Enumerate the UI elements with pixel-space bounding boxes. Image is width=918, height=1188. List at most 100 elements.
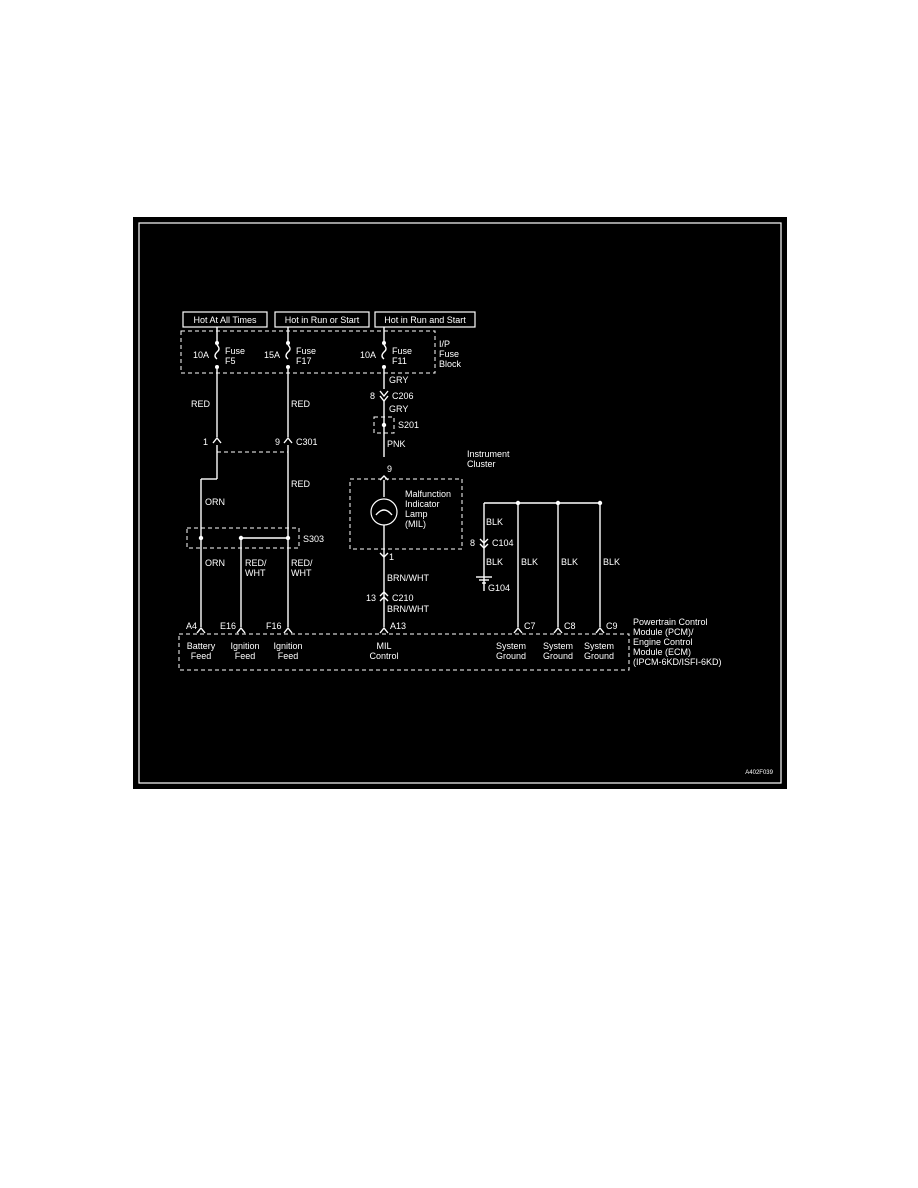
wire-label-orn-1: ORN: [205, 497, 225, 507]
mil-lamp-icon: [370, 498, 398, 526]
wire-label-pnk: PNK: [387, 439, 406, 449]
connector-c210-symbol-b: [379, 591, 389, 597]
module-pin-c8-symbol: [553, 626, 563, 634]
wire-label-red-2: RED: [291, 399, 311, 409]
module-func-c7-line2: Ground: [496, 651, 526, 661]
mil-lamp-label-2: Indicator: [405, 499, 440, 509]
module-pin-a13-symbol: [379, 626, 389, 634]
mil-lamp-label-1: Malfunction: [405, 489, 451, 499]
module-pin-a13: A13: [390, 621, 406, 631]
wire-label-blk-3: BLK: [521, 557, 538, 567]
figure-code: A402F039: [745, 770, 773, 776]
connector-c206-pin: 8: [370, 391, 375, 401]
wire-label-red-wht-2b: WHT: [291, 568, 312, 578]
cluster-pin-out: 1: [389, 552, 394, 562]
instrument-cluster-title-2: Cluster: [467, 459, 496, 469]
module-func-f16-line1: Ignition: [273, 641, 302, 651]
splice-s201-node: [381, 422, 387, 428]
module-name-5: (IPCM-6KD/ISFI-6KD): [633, 657, 722, 667]
wire-label-blk-1: BLK: [486, 517, 503, 527]
instrument-cluster-title-1: Instrument: [467, 449, 510, 459]
cluster-pin-in: 9: [387, 464, 392, 474]
fuse-f17-symbol: [285, 344, 291, 360]
fuse-f11-amps: 10A: [360, 350, 376, 360]
fuse-f17-amps: 15A: [264, 350, 280, 360]
module-name-3: Engine Control: [633, 637, 693, 647]
wire-label-brn-wht-2: BRN/WHT: [387, 604, 429, 614]
module-pin-e16-symbol: [236, 626, 246, 634]
module-pin-c9-symbol: [595, 626, 605, 634]
fuse-f11-terminal-top: [382, 341, 386, 345]
fuse-f11-terminal-bottom: [382, 365, 386, 369]
module-name-2: Module (PCM)/: [633, 627, 694, 637]
wire-label-red-1: RED: [191, 399, 211, 409]
diagram-border: [138, 222, 782, 784]
wire-label-brn-wht-1: BRN/WHT: [387, 573, 429, 583]
wire-label-gry-1: GRY: [389, 375, 408, 385]
module-func-a4-line1: Battery: [187, 641, 216, 651]
fuse-f17-terminal-top: [286, 341, 290, 345]
wire-label-red-wht-1: RED/: [245, 558, 267, 568]
power-label-hot-in-run-or-start: Hot in Run or Start: [285, 315, 360, 325]
module-pin-f16: F16: [266, 621, 282, 631]
module-pin-c7-symbol: [513, 626, 523, 634]
mil-lamp-filament: [375, 509, 393, 516]
module-pin-c9: C9: [606, 621, 618, 631]
wire-label-gry-2: GRY: [389, 404, 408, 414]
fuse-f5-symbol: [214, 344, 220, 360]
connector-c210-symbol-a: [379, 596, 389, 602]
connector-c104-symbol-a: [479, 538, 489, 544]
connector-c206-symbol-a: [379, 390, 389, 398]
module-func-c9-line2: Ground: [584, 651, 614, 661]
module-pin-c8: C8: [564, 621, 576, 631]
connector-c210-pin: 13: [366, 593, 376, 603]
connector-c301-pin-9-symbol: [283, 436, 293, 444]
connector-c104-label: C104: [492, 538, 514, 548]
module-func-c8-line2: Ground: [543, 651, 573, 661]
module-func-e16-line1: Ignition: [230, 641, 259, 651]
fuse-f5-id: F5: [225, 356, 236, 366]
splice-s303-node-orn: [198, 535, 204, 541]
power-label-hot-in-run-and-start: Hot in Run and Start: [384, 315, 466, 325]
module-name-4: Module (ECM): [633, 647, 691, 657]
ground-g104-label: G104: [488, 583, 510, 593]
module-pin-f16-symbol: [283, 626, 293, 634]
connector-c301-pin-9: 9: [275, 437, 280, 447]
wire-label-red-3: RED: [291, 479, 311, 489]
module-func-e16-line2: Feed: [235, 651, 256, 661]
module-pin-c7: C7: [524, 621, 536, 631]
splice-s303-outline: [186, 527, 300, 549]
power-label-box-1: [182, 311, 268, 328]
splice-s303-label: S303: [303, 534, 324, 544]
wire-label-red-wht-2: RED/: [291, 558, 313, 568]
fuse-block-outline: [180, 330, 436, 374]
splice-s303-node-red: [285, 535, 291, 541]
module-pin-e16: E16: [220, 621, 236, 631]
fuse-f11-word: Fuse: [392, 346, 412, 356]
module-func-c9-line1: System: [584, 641, 614, 651]
power-label-box-3: [374, 311, 476, 328]
fuse-f17-word: Fuse: [296, 346, 316, 356]
fuse-f11-symbol: [381, 344, 387, 360]
module-outline: [178, 633, 630, 671]
module-func-a13-line1: MIL: [376, 641, 391, 651]
wire-label-blk-5: BLK: [603, 557, 620, 567]
fuse-f17-id: F17: [296, 356, 312, 366]
module-func-c8-line1: System: [543, 641, 573, 651]
fuse-f5-terminal-bottom: [215, 365, 219, 369]
module-func-f16-line2: Feed: [278, 651, 299, 661]
fuse-block-label-2: Fuse: [439, 349, 459, 359]
module-pin-a4: A4: [186, 621, 197, 631]
instrument-cluster-outline: [349, 478, 463, 550]
connector-c301-pin-1: 1: [203, 437, 208, 447]
module-pin-a4-symbol: [196, 626, 206, 634]
splice-s201-outline: [373, 416, 395, 434]
mil-lamp-label-4: (MIL): [405, 519, 426, 529]
mil-lamp-label-3: Lamp: [405, 509, 428, 519]
connector-c104-symbol-b: [479, 543, 489, 549]
wiring-diagram-svg: Hot At All Times Hot in Run or Start Hot…: [138, 222, 782, 784]
fuse-block-label-3: Block: [439, 359, 462, 369]
fuse-block-label-1: I/P: [439, 339, 450, 349]
connector-c210-label: C210: [392, 593, 414, 603]
connector-c206-label: C206: [392, 391, 414, 401]
